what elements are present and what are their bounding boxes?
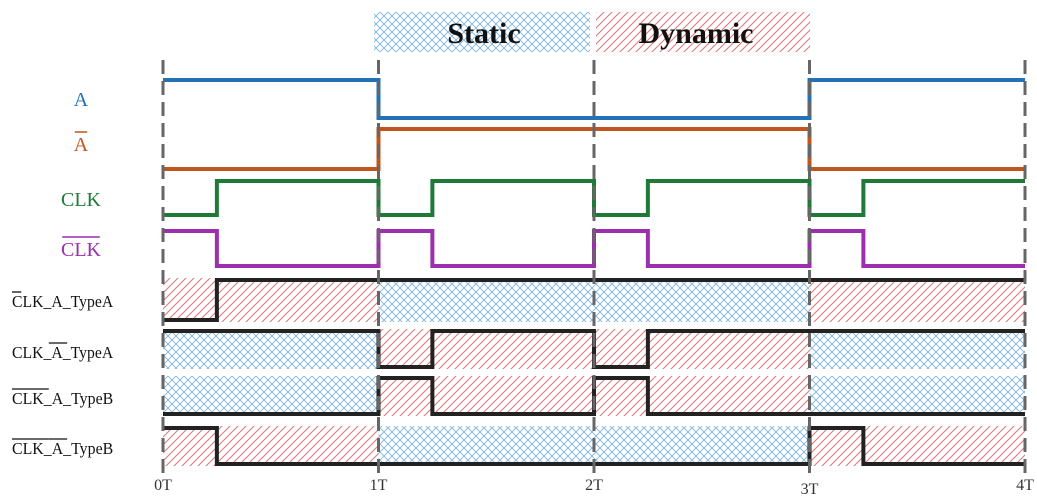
- label-a: A: [74, 89, 89, 111]
- region-static-clkbar-abar-typeb-1: [378, 426, 594, 466]
- region-dynamic-clkbar-abar-typeb-3: [809, 426, 1025, 466]
- region-dynamic-clkbar-abar-typeb-0: [163, 426, 379, 466]
- label-clk-a-typea: CLK_A_TypeA: [12, 292, 114, 311]
- tick-label-1t: 1T: [370, 477, 388, 494]
- tick-label-4t: 4T: [1016, 477, 1034, 494]
- time-gridlines: [161, 60, 1027, 480]
- waveform-clk-a-typea: [163, 278, 1025, 322]
- tick-label-3t: 3T: [801, 481, 819, 498]
- label-clk-bar: CLK: [61, 239, 102, 261]
- region-static-clk-a-typea-1: [378, 278, 594, 322]
- legend-dynamic-swatch: [596, 12, 810, 52]
- tick-label-2t: 2T: [585, 477, 603, 494]
- region-dynamic-clk-a-typea-0: [163, 278, 379, 322]
- region-dynamic-clkbar-a-typeb-2: [594, 376, 810, 416]
- region-dynamic-clk-abar-typea-2: [594, 329, 810, 369]
- label-clkbar-abar-typeb: CLK_A_TypeB: [12, 439, 113, 458]
- region-static-clk-abar-typea-3: [809, 329, 1025, 369]
- waveform-a: [163, 78, 1025, 120]
- legend: Static Dynamic: [374, 12, 810, 52]
- tick-label-0t: 0T: [154, 477, 172, 494]
- region-static-clkbar-a-typeb-3: [809, 376, 1025, 416]
- time-axis: 0T 1T 2T 3T 4T: [154, 477, 1034, 498]
- region-static-clkbar-abar-typeb-2: [594, 426, 810, 466]
- region-static-clk-a-typea-2: [594, 278, 810, 322]
- label-clk: CLK: [61, 189, 102, 211]
- label-clk-abar-typea: CLK_A_TypeA: [12, 343, 114, 362]
- label-clkbar-a-typeb: CLK_A_TypeB: [12, 389, 113, 408]
- region-dynamic-clk-abar-typea-1: [378, 329, 594, 369]
- legend-static-label: Static: [447, 17, 520, 50]
- region-static-clkbar-a-typeb-0: [163, 376, 379, 416]
- waveform-clkbar-a-typeb: [163, 376, 1025, 416]
- region-dynamic-clk-a-typea-3: [809, 278, 1025, 322]
- label-a-bar: A: [74, 134, 89, 156]
- waveform-clk-bar: [163, 229, 1025, 268]
- region-dynamic-clkbar-a-typeb-1: [378, 376, 594, 416]
- region-static-clk-abar-typea-0: [163, 329, 379, 369]
- signal-labels: A A CLK CLK CLK_A_TypeA CLK_A_TypeA CLK_A_Type…: [12, 89, 114, 458]
- legend-dynamic-label: Dynamic: [639, 17, 754, 50]
- output-regions: [163, 278, 1025, 466]
- legend-static-swatch: [374, 12, 590, 52]
